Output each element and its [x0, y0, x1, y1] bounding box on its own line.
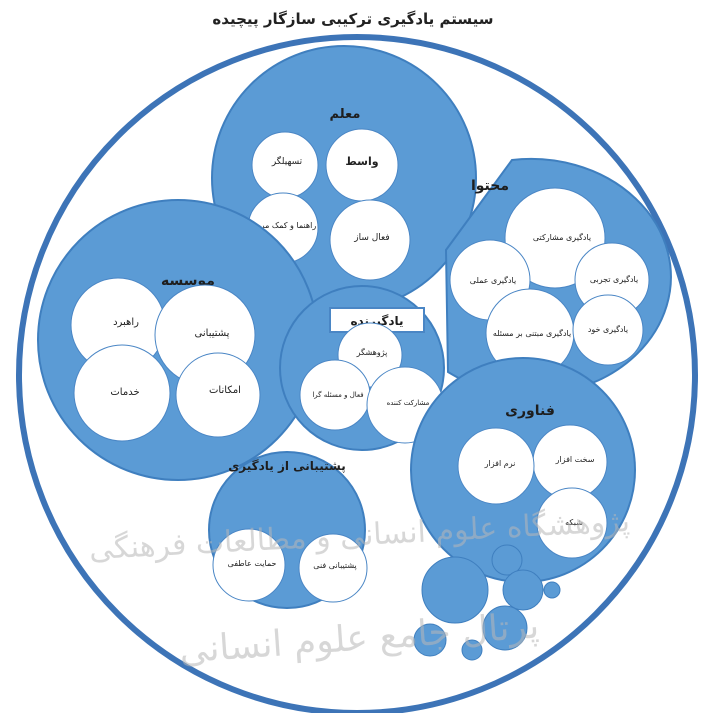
learner-item-active-label: فعال و مسئله گرا [312, 390, 363, 399]
support-group: پشتیبانی از یادگیری حمایت عاطفی پشتیبانی… [208, 451, 368, 609]
institute-item-facilities [175, 352, 261, 438]
bubble [413, 623, 447, 657]
institute-item-services-label: خدمات [110, 387, 139, 398]
institute-item-strategy-label: راهبرد [113, 317, 139, 328]
content-item-practical-label: یادگیری عملی [470, 275, 516, 285]
support-item-technical-label: پشتیبانی فنی [313, 561, 356, 570]
learner-group: یادگیرنده پژوهشگر فعال و مسئله گرا مشارک… [279, 285, 445, 451]
technology-item-hardware-label: سخت افزار [555, 455, 595, 464]
technology-label: فناوری [505, 403, 555, 419]
institute-group: موسسه راهبرد پشتیبانی خدمات امکانات [37, 199, 319, 481]
technology-item-network [536, 487, 608, 559]
learner-item-researcher-label: پژوهشگر [356, 347, 388, 357]
bubble [502, 569, 544, 611]
content-item-collaborative-label: یادگیری مشارکتی [533, 232, 591, 242]
decorative-bubbles [413, 544, 561, 661]
technology-item-software [457, 427, 535, 505]
teacher-item-facilitator-label: تسهیلگر [271, 155, 303, 167]
teacher-item-activator [329, 199, 411, 281]
support-label: پشتیبانی از یادگیری [228, 459, 345, 473]
technology-item-software-label: نرم افزار [484, 459, 516, 468]
support-item-technical [298, 533, 368, 603]
content-item-experiential-label: یادگیری تجربی [590, 274, 638, 284]
watermark-line-1: پرتال جامع علوم انسانی [178, 606, 540, 672]
institute-item-support-label: پشتیبانی [195, 328, 230, 339]
content-item-problem-based-label: یادگیری مبتنی بر مسئله [493, 328, 571, 338]
teacher-item-activator-label: فعال ساز [353, 233, 389, 243]
outer-ring [16, 34, 698, 713]
support-item-emotional-label: حمایت عاطفی [228, 559, 277, 568]
teacher-item-guide-label: راهنما و کمک مربی [252, 221, 317, 230]
bubble [543, 581, 561, 599]
bubble [421, 556, 489, 624]
bubble [461, 639, 483, 661]
content-group: محتوا یادگیری مشارکتی یادگیری تجربی یادگ… [444, 157, 672, 396]
bubble [491, 544, 523, 576]
diagram-title: سیستم یادگیری ترکیبی سازگار پیچیده [212, 10, 493, 29]
content-item-self-label: یادگیری خود [588, 324, 628, 334]
institute-item-services [73, 344, 171, 442]
teacher-item-mediator-label: واسط [345, 155, 378, 168]
support-item-emotional [212, 528, 286, 602]
technology-item-network-label: شبکه [565, 518, 583, 527]
technology-group: فناوری سخت افزار نرم افزار شبکه [410, 357, 636, 583]
content-label: محتوا [471, 178, 509, 194]
content-item-self [572, 294, 644, 366]
learner-item-participant-label: مشارکت کننده [387, 399, 430, 407]
teacher-label: معلم [330, 107, 361, 122]
bubble [482, 605, 528, 651]
institute-item-facilities-label: امکانات [209, 385, 241, 396]
